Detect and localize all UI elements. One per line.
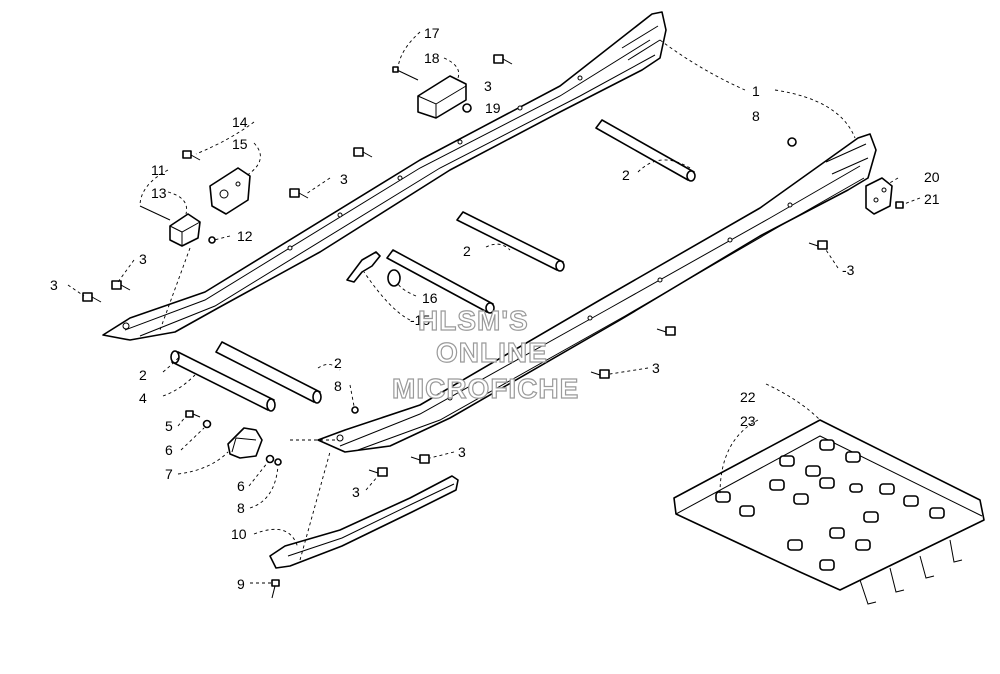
callout-15-lower: -15 <box>410 312 430 328</box>
spacer-16 <box>387 269 401 287</box>
bolt-3-left-a <box>111 280 131 291</box>
callout-8-right: 8 <box>752 108 760 124</box>
track-section <box>673 419 985 605</box>
washer-8-mid <box>351 406 359 414</box>
bolt-3-front-left <box>368 467 388 477</box>
watermark-line-2: ONLINE <box>436 337 548 368</box>
callout-5: 5 <box>165 418 173 434</box>
mount-bracket-15 <box>209 167 251 215</box>
screw-17 <box>392 66 419 81</box>
bolt-3-left-b <box>82 292 102 303</box>
callout-3-top: 3 <box>484 78 492 94</box>
callout-22: 22 <box>740 389 756 405</box>
callout-3-front-right: 3 <box>458 444 466 460</box>
callout-10: 10 <box>231 526 247 542</box>
callout-6-left: 6 <box>165 442 173 458</box>
callout-3-left-upper: 3 <box>340 171 348 187</box>
screw-9 <box>271 579 280 599</box>
callout-21: 21 <box>924 191 940 207</box>
bolt-3-right <box>808 240 828 250</box>
nut-8-front <box>274 458 282 466</box>
cross-shaft-front-lower <box>215 341 322 404</box>
cross-shaft-rear <box>595 119 696 182</box>
callout-18: 18 <box>424 50 440 66</box>
callout-labels: 1 8 2 2 2 2 4 17 18 3 19 14 15 11 13 12 … <box>50 25 940 592</box>
callout-2-rear: 2 <box>622 167 630 183</box>
nut-19 <box>462 103 472 113</box>
callout-3-left-a: 3 <box>139 251 147 267</box>
track-lugs <box>715 439 945 571</box>
watermark: HLSM'S ONLINE MICROFICHE <box>391 304 579 404</box>
bolt-3-right-mid <box>656 326 676 336</box>
callout-20: 20 <box>924 169 940 185</box>
cross-shaft-front-upper <box>386 249 495 314</box>
cross-shaft-with-sleeve <box>170 350 276 412</box>
callout-2-mid: 2 <box>463 243 471 259</box>
bumper-13 <box>169 213 201 247</box>
nut-12 <box>208 236 216 244</box>
callout-3-front-left: 3 <box>352 484 360 500</box>
watermark-line-1: HLSM'S <box>418 305 529 336</box>
bolt-11 <box>139 205 171 221</box>
bolt-5 <box>185 410 201 418</box>
callout-6-right: 6 <box>237 478 245 494</box>
bracket-20 <box>865 177 893 215</box>
callout-1: 1 <box>752 83 760 99</box>
bolt-3-center <box>590 369 610 379</box>
callout-2-front: 2 <box>334 355 342 371</box>
callout-17: 17 <box>424 25 440 41</box>
callout-12: 12 <box>237 228 253 244</box>
bolt-3-left-upper <box>289 188 309 199</box>
callout-11: 11 <box>151 162 166 178</box>
right-slide-rail <box>317 133 877 453</box>
callout-16: 16 <box>422 290 438 306</box>
leader-lines <box>67 31 921 584</box>
watermark-line-3: MICROFICHE <box>392 373 579 404</box>
bolt-3-front-right <box>410 454 430 464</box>
callout-19: 19 <box>485 100 501 116</box>
callout-3-right: -3 <box>842 262 855 278</box>
bolt-3-top <box>493 54 513 65</box>
callout-2-left: 2 <box>139 367 147 383</box>
callout-3-left-b: 3 <box>50 277 58 293</box>
bracket-15-lower <box>346 251 381 283</box>
screw-14 <box>182 150 201 161</box>
callout-8-mid: 8 <box>334 378 342 394</box>
wear-strip-10 <box>269 475 459 569</box>
bolt-3-mid-left <box>353 147 373 158</box>
callout-3-right-mid: 3 <box>652 360 660 376</box>
washer-6-right <box>265 454 275 464</box>
bumper-block-18 <box>417 75 467 119</box>
callout-15: 15 <box>232 136 248 152</box>
callout-9: 9 <box>237 576 245 592</box>
washer-8-right <box>787 137 797 147</box>
screw-21 <box>895 201 904 209</box>
callout-14: 14 <box>232 114 248 130</box>
callout-23: 23 <box>740 413 756 429</box>
left-slide-rail <box>102 11 667 341</box>
callout-7: 7 <box>165 466 173 482</box>
cross-shaft-middle <box>456 211 565 272</box>
bumper-7 <box>227 427 263 459</box>
callout-13: 13 <box>151 185 167 201</box>
washer-6-left <box>202 419 212 429</box>
callout-4: 4 <box>139 390 147 406</box>
callout-8-front: 8 <box>237 500 245 516</box>
